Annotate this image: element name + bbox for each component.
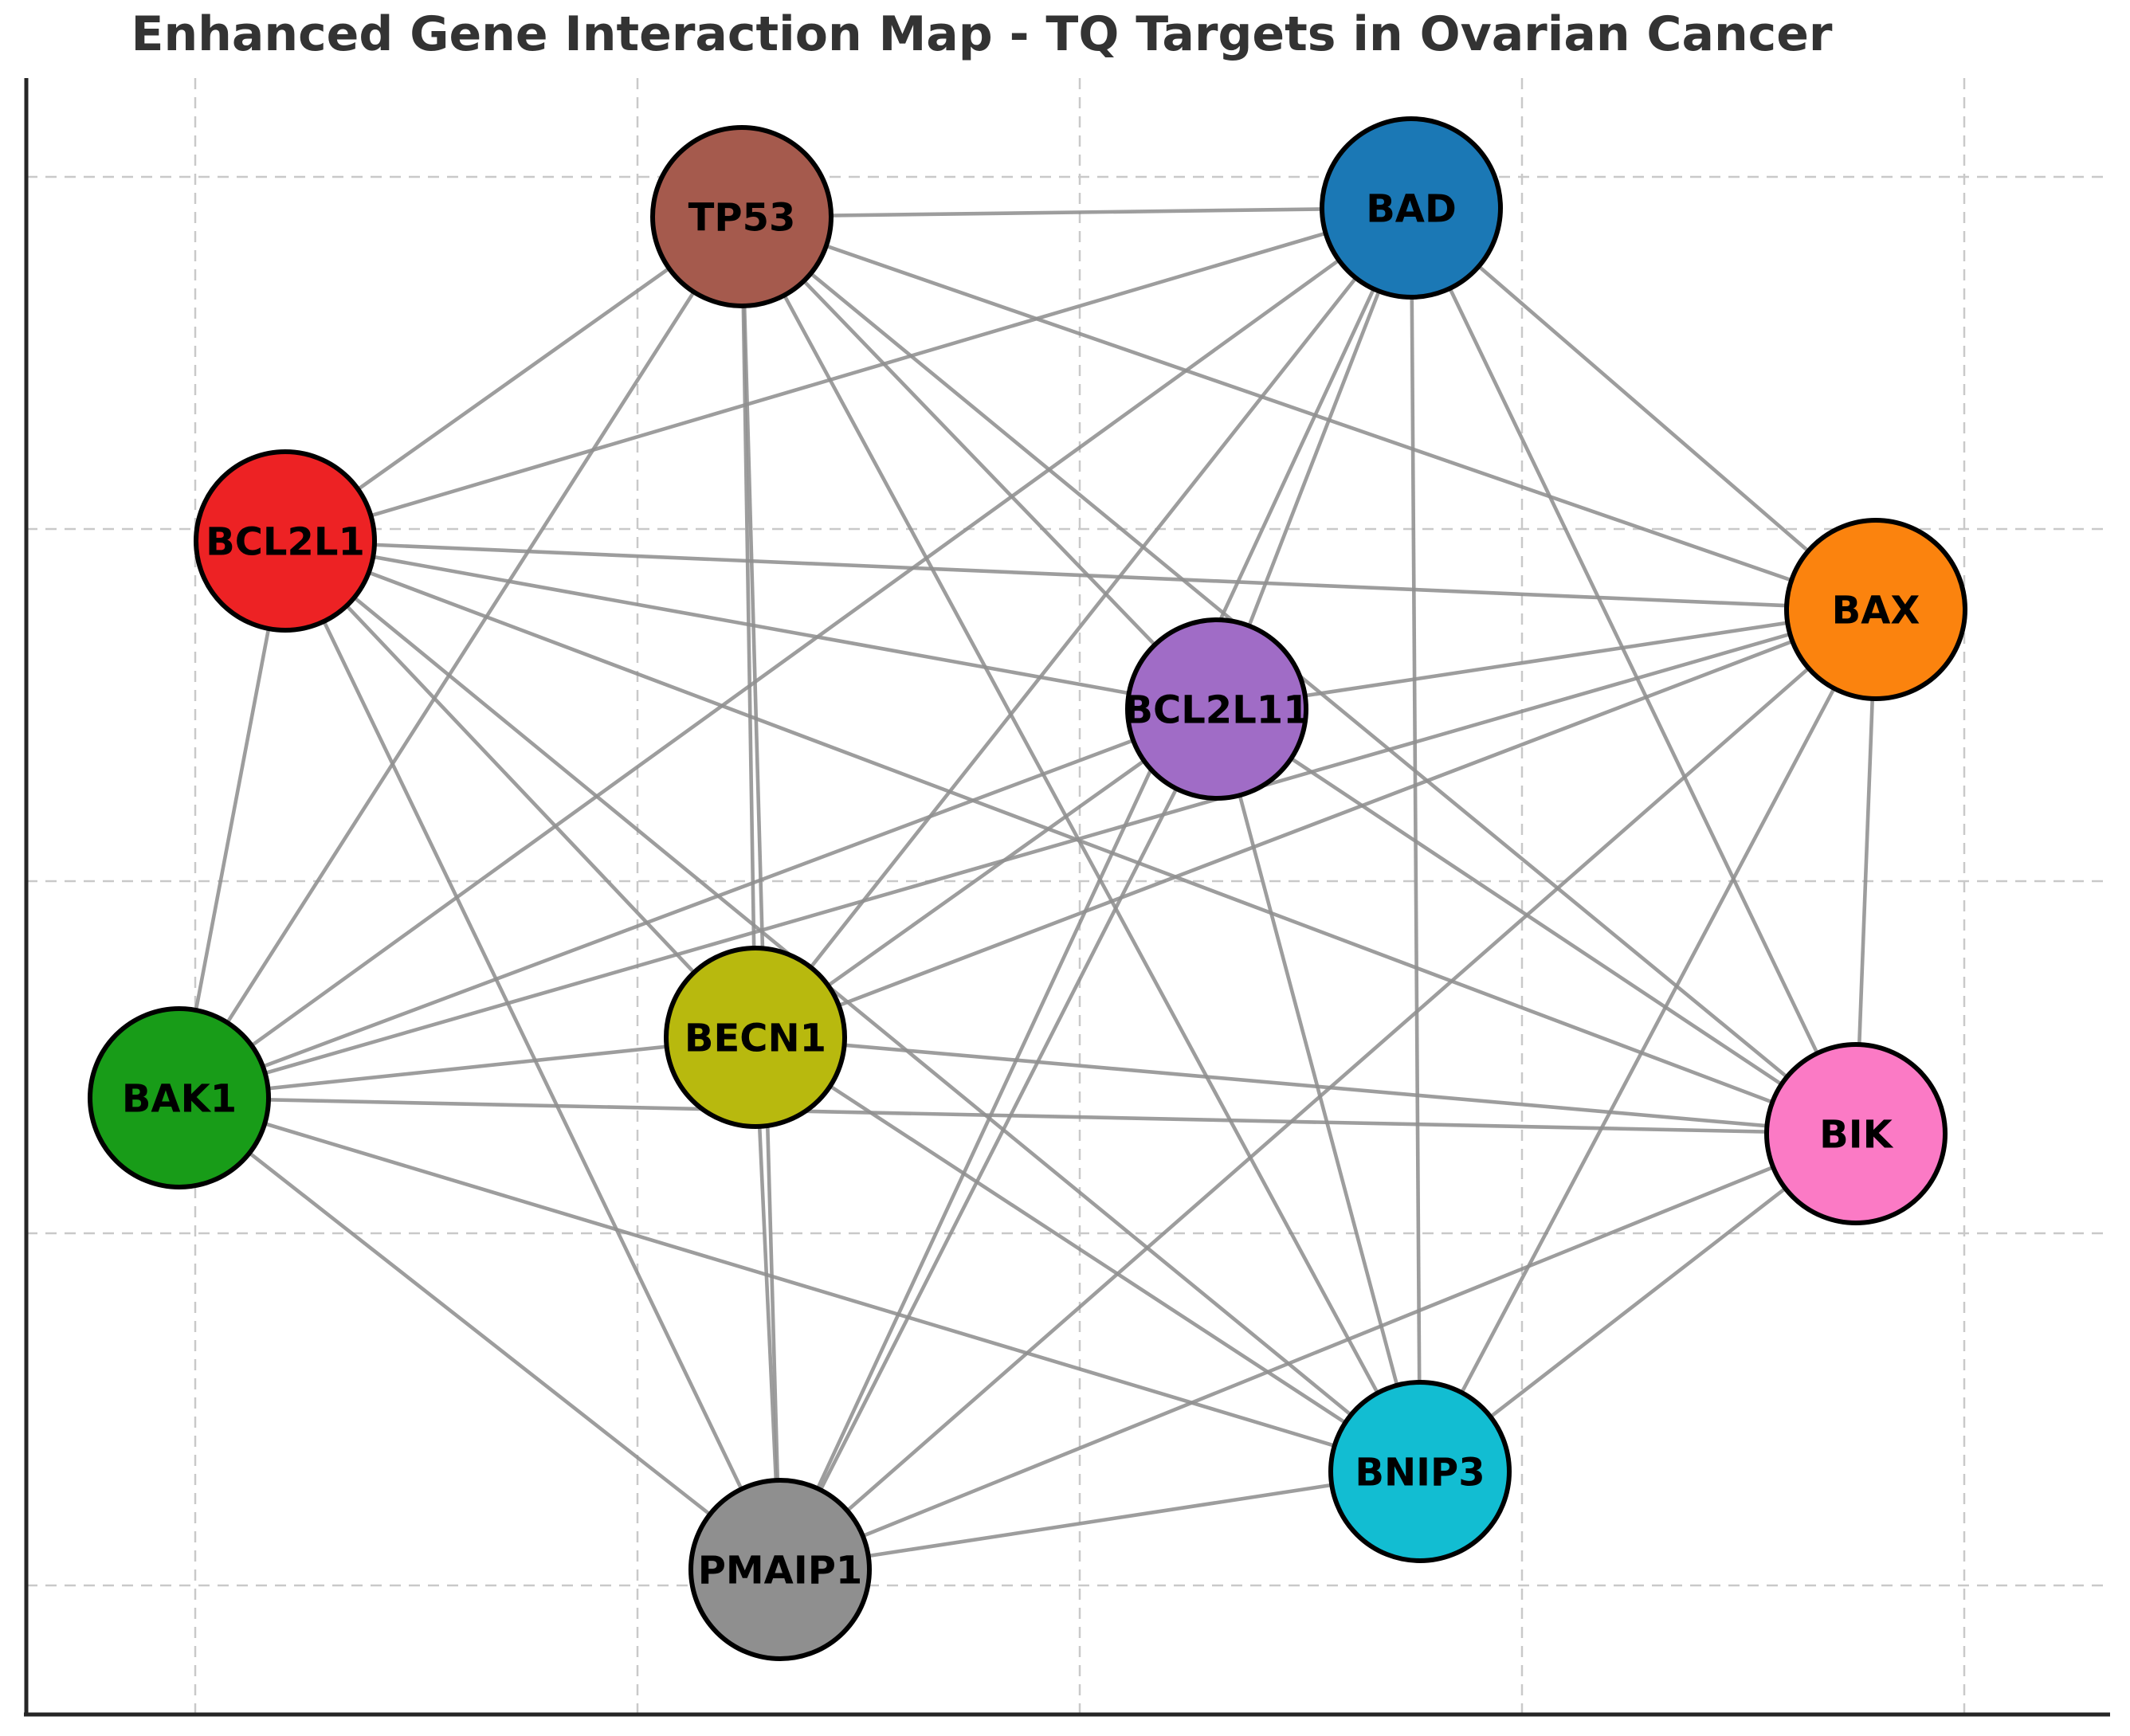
node-BNIP3 [1328, 1380, 1512, 1563]
edge-TP53-BAX [741, 214, 1877, 612]
node-TP53 [650, 125, 834, 308]
edge-BCL2L11-BAK1 [178, 707, 1218, 1100]
node-BAX [1784, 518, 1967, 701]
edge-BAD-PMAIP1 [778, 207, 1414, 1570]
edge-BCL2L11-BECN1 [754, 707, 1218, 1039]
edge-BCL2L1-BIK [284, 539, 1857, 1136]
chart-title: Enhanced Gene Interaction Map - TQ Targe… [131, 6, 1833, 62]
edge-BAX-PMAIP1 [779, 608, 1877, 1571]
edge-TP53-BNIP3 [739, 215, 1422, 1473]
node-BCL2L1 [194, 449, 377, 633]
edge-BAD-BAX [1410, 206, 1877, 611]
node-label-BAX: BAX [1832, 588, 1920, 633]
edge-BAK1-PMAIP1 [178, 1096, 782, 1571]
node-BAD [1320, 116, 1503, 300]
node-label-BECN1: BECN1 [685, 1016, 826, 1060]
node-BCL2L11 [1125, 617, 1308, 801]
node-label-BIK: BIK [1819, 1112, 1893, 1157]
node-label-BCL2L11: BCL2L11 [1124, 688, 1309, 732]
node-BECN1 [664, 946, 847, 1129]
edge-BAX-BCL2L11 [1216, 607, 1877, 711]
edge-BAD-BAK1 [178, 206, 1413, 1099]
edge-BAD-BCL2L1 [284, 206, 1412, 543]
node-label-BCL2L1: BCL2L1 [206, 519, 365, 564]
edge-BCL2L11-BIK [1215, 707, 1857, 1135]
edge-BCL2L1-BECN1 [284, 539, 757, 1039]
edge-BAX-BECN1 [755, 607, 1877, 1040]
edge-BCL2L1-BNIP3 [284, 539, 1422, 1473]
node-BAK1 [88, 1006, 271, 1189]
edge-BECN1-BAK1 [178, 1035, 756, 1100]
edge-BAK1-BIK [178, 1095, 1857, 1136]
edge-BCL2L1-BCL2L11 [284, 539, 1218, 711]
node-label-BAD: BAD [1366, 186, 1457, 231]
node-label-BNIP3: BNIP3 [1355, 1450, 1485, 1495]
node-label-TP53: TP53 [688, 195, 796, 240]
edge-BAK1-BNIP3 [178, 1095, 1421, 1474]
edge-BIK-PMAIP1 [779, 1131, 1857, 1572]
edge-BAD-BIK [1409, 207, 1858, 1134]
edge-BCL2L11-BNIP3 [1214, 708, 1422, 1472]
edge-BAX-BAK1 [178, 607, 1877, 1100]
edge-TP53-BCL2L11 [740, 215, 1218, 711]
edge-BNIP3-PMAIP1 [779, 1469, 1421, 1572]
edge-BECN1-BIK [755, 1035, 1857, 1136]
edge-TP53-BAD [741, 206, 1412, 219]
node-label-BAK1: BAK1 [122, 1076, 237, 1121]
edge-TP53-BAK1 [178, 215, 743, 1099]
node-PMAIP1 [688, 1478, 872, 1661]
edge-BCL2L1-BAX [284, 539, 1877, 612]
edge-BCL2L11-PMAIP1 [778, 707, 1219, 1571]
edge-BCL2L1-PMAIP1 [283, 540, 783, 1570]
node-label-PMAIP1: PMAIP1 [698, 1548, 863, 1593]
edge-BCL2L1-BAK1 [177, 540, 288, 1099]
edge-TP53-PMAIP1 [739, 216, 783, 1570]
edge-BIK-BNIP3 [1418, 1132, 1857, 1473]
edge-TP53-BCL2L1 [284, 215, 743, 543]
node-BIK [1764, 1042, 1948, 1225]
edge-BECN1-BNIP3 [754, 1036, 1422, 1473]
edge-BAX-BNIP3 [1418, 608, 1878, 1473]
